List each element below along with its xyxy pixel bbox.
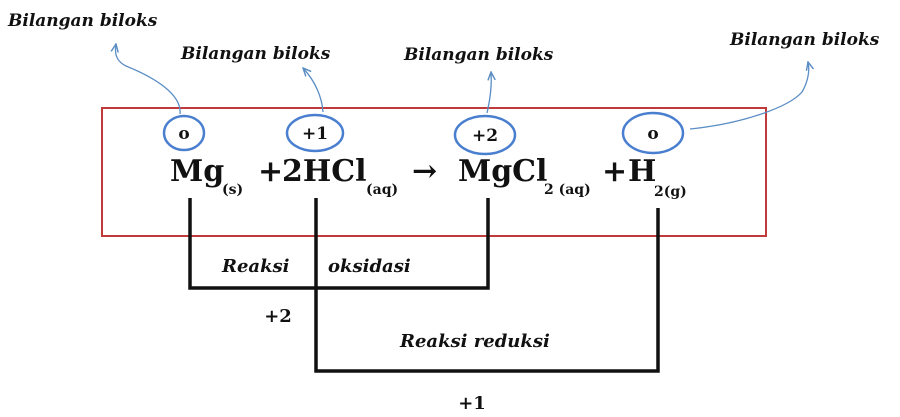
- hcl-annotation-arrow: [303, 68, 324, 113]
- equation-mgcl2: MgCl: [458, 154, 547, 189]
- mgcl2-biloks-label: Bilangan biloks: [403, 45, 554, 65]
- mgcl2-oxidation-number: +2: [472, 126, 498, 146]
- oxidation-label-word2: oksidasi: [328, 256, 411, 277]
- reduction-label: Reaksi reduksi: [399, 331, 550, 352]
- reduction-change: +1: [458, 393, 486, 414]
- h2-biloks-label: Bilangan biloks: [729, 30, 880, 50]
- equation-box: [101, 107, 767, 237]
- reaction-arrow: →: [412, 154, 437, 189]
- equation-hcl: 2HCl: [282, 154, 367, 189]
- equation-hcl-state: (aq): [366, 182, 398, 198]
- equation-h2-sub: 2(g): [654, 184, 687, 200]
- oxidation-bracket: [188, 198, 490, 290]
- h2-oxidation-circle: [621, 111, 685, 155]
- hcl-oxidation-number: +1: [302, 124, 328, 144]
- equation-h2: H: [628, 154, 656, 189]
- mgcl2-oxidation-circle: [453, 114, 517, 156]
- equation-mg-state: (s): [222, 182, 243, 198]
- equation-mg: Mg: [170, 154, 224, 189]
- oxidation-change: +2: [264, 306, 292, 327]
- oxidation-label-word1: Reaksi: [221, 256, 290, 277]
- equation-mgcl2-sub: 2 (aq): [544, 182, 591, 198]
- equation-plus-2: +: [602, 154, 627, 189]
- mg-oxidation-circle: [162, 114, 206, 152]
- equation-plus-1: +: [258, 154, 283, 189]
- reduction-bracket: [314, 198, 660, 373]
- mg-oxidation-number: o: [178, 124, 189, 144]
- mgcl2-annotation-arrow: [486, 72, 491, 114]
- mg-annotation-arrow: [115, 44, 181, 115]
- mg-biloks-label: Bilangan biloks: [7, 11, 158, 31]
- h2-oxidation-number: o: [647, 124, 658, 144]
- h2-annotation-arrow: [689, 62, 809, 130]
- hcl-biloks-label: Bilangan biloks: [180, 44, 331, 64]
- hcl-oxidation-circle: [285, 113, 345, 153]
